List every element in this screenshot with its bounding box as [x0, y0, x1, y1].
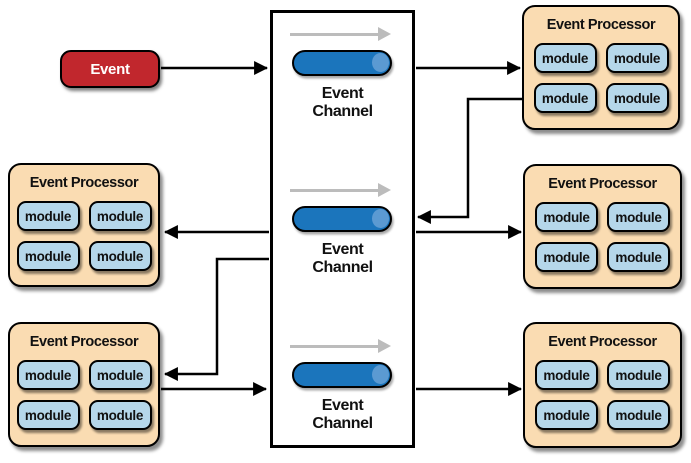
channel-label-line2: Channel: [312, 103, 373, 120]
channel-label-line1: Event: [321, 85, 364, 102]
module-chip: module: [16, 360, 80, 390]
module-chip: module: [535, 242, 598, 272]
module-grid: module module module module: [10, 201, 158, 271]
module-grid: module module module module: [525, 202, 680, 272]
module-chip: module: [607, 400, 670, 430]
cylinder-cap-icon: [372, 209, 389, 228]
event-processor-middle-right: Event Processor module module module module: [523, 164, 682, 289]
processor-title: Event Processor: [29, 175, 139, 191]
edge-processor-top-right-to-channel-2: [416, 97, 522, 224]
flow-direction-arrow-icon: [290, 28, 391, 40]
channel-label-line2: Channel: [312, 415, 373, 432]
event-queue-cylinder-icon: [292, 50, 392, 76]
channel-label-line2: Channel: [312, 259, 373, 276]
event-channel-box: Event Channel Event Channel Event Channe…: [270, 10, 415, 448]
channel-label: Event Channel: [273, 85, 412, 121]
module-grid: module module module module: [524, 43, 678, 113]
module-chip: module: [607, 202, 670, 232]
module-chip: module: [88, 400, 152, 430]
module-chip: module: [535, 202, 598, 232]
module-chip: module: [535, 360, 598, 390]
module-grid: module module module module: [525, 360, 680, 430]
flow-direction-arrow-icon: [290, 184, 391, 196]
event-channel-3: Event Channel: [273, 340, 412, 463]
module-chip: module: [16, 201, 80, 231]
event-processor-bottom-left: Event Processor module module module module: [8, 322, 160, 447]
event-queue-cylinder-icon: [292, 362, 392, 388]
module-chip: module: [16, 400, 80, 430]
event-channel-2: Event Channel: [273, 184, 412, 319]
module-chip: module: [535, 400, 598, 430]
module-chip: module: [607, 242, 670, 272]
module-chip: module: [533, 83, 597, 113]
module-chip: module: [88, 360, 152, 390]
event-label: Event: [90, 60, 130, 78]
channel-label: Event Channel: [273, 397, 412, 433]
module-chip: module: [607, 360, 670, 390]
event-processor-top-right: Event Processor module module module module: [522, 5, 680, 130]
event-processor-middle-left: Event Processor module module module module: [8, 163, 160, 287]
edge-channel-2-to-processor-bottom-left: [163, 257, 269, 381]
module-chip: module: [605, 43, 669, 73]
module-chip: module: [533, 43, 597, 73]
processor-title: Event Processor: [546, 17, 656, 33]
module-grid: module module module module: [10, 360, 158, 430]
channel-label-line1: Event: [321, 397, 364, 414]
module-chip: module: [88, 241, 152, 271]
channel-label: Event Channel: [273, 241, 412, 277]
processor-title: Event Processor: [548, 334, 657, 350]
flow-direction-arrow-icon: [290, 340, 391, 352]
module-chip: module: [16, 241, 80, 271]
channel-label-line1: Event: [321, 241, 364, 258]
event-channel-1: Event Channel: [273, 28, 412, 163]
event-queue-cylinder-icon: [292, 206, 392, 232]
cylinder-cap-icon: [372, 365, 389, 384]
event-node: Event: [60, 50, 160, 88]
processor-title: Event Processor: [29, 334, 139, 350]
module-chip: module: [88, 201, 152, 231]
event-processor-bottom-right: Event Processor module module module module: [523, 322, 682, 448]
processor-title: Event Processor: [548, 176, 657, 192]
module-chip: module: [605, 83, 669, 113]
cylinder-cap-icon: [372, 53, 389, 72]
